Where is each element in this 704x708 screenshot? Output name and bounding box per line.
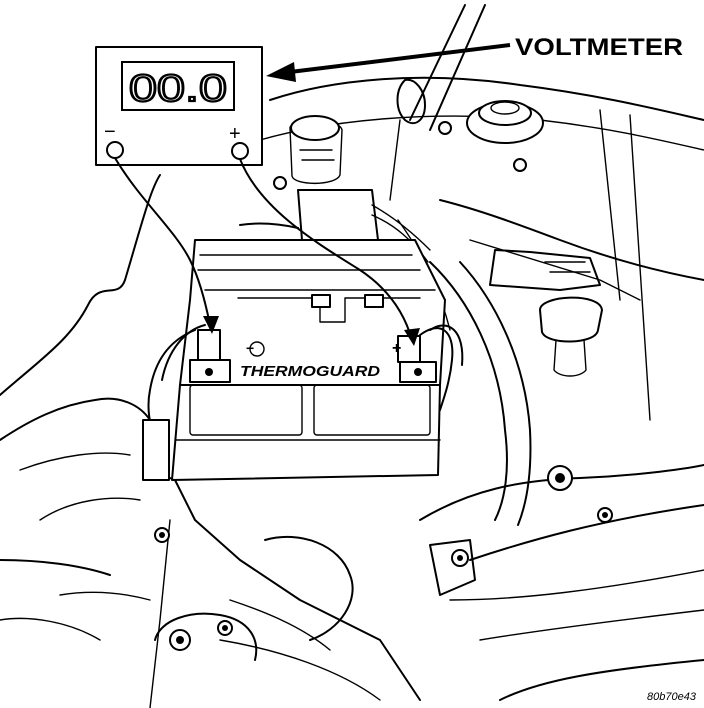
mounting-bolts [154, 121, 613, 651]
voltmeter-display-reading: 00.0 [129, 68, 227, 110]
reservoir-cap [396, 78, 544, 144]
battery-brand-label: THERMOGUARD [240, 363, 380, 380]
figure-code: 80b70e43 [647, 691, 697, 703]
voltmeter: 00.0 − + [95, 46, 263, 166]
voltmeter-positive-jack [231, 142, 249, 160]
positive-lead-arrowhead [404, 328, 420, 346]
relay-module [239, 115, 431, 263]
voltmeter-negative-symbol: − [104, 121, 116, 143]
voltmeter-negative-jack [106, 141, 124, 159]
callout-arrowhead [266, 62, 296, 82]
voltmeter-callout-label: VOLTMETER [515, 34, 683, 61]
voltmeter-positive-symbol: + [229, 123, 241, 145]
positive-test-lead [239, 158, 413, 341]
battery-positive-symbol: + [392, 340, 401, 357]
washer-bottle [539, 296, 603, 377]
negative-test-lead [114, 157, 211, 326]
battery: − + THERMOGUARD [171, 239, 446, 481]
voltmeter-test-leads [114, 157, 420, 346]
battery-cables [142, 324, 464, 481]
negative-lead-arrowhead [203, 316, 219, 334]
engine-bay-background [0, 4, 704, 708]
callout-arrow-line [289, 43, 511, 74]
voltmeter-callout: VOLTMETER [266, 34, 683, 82]
